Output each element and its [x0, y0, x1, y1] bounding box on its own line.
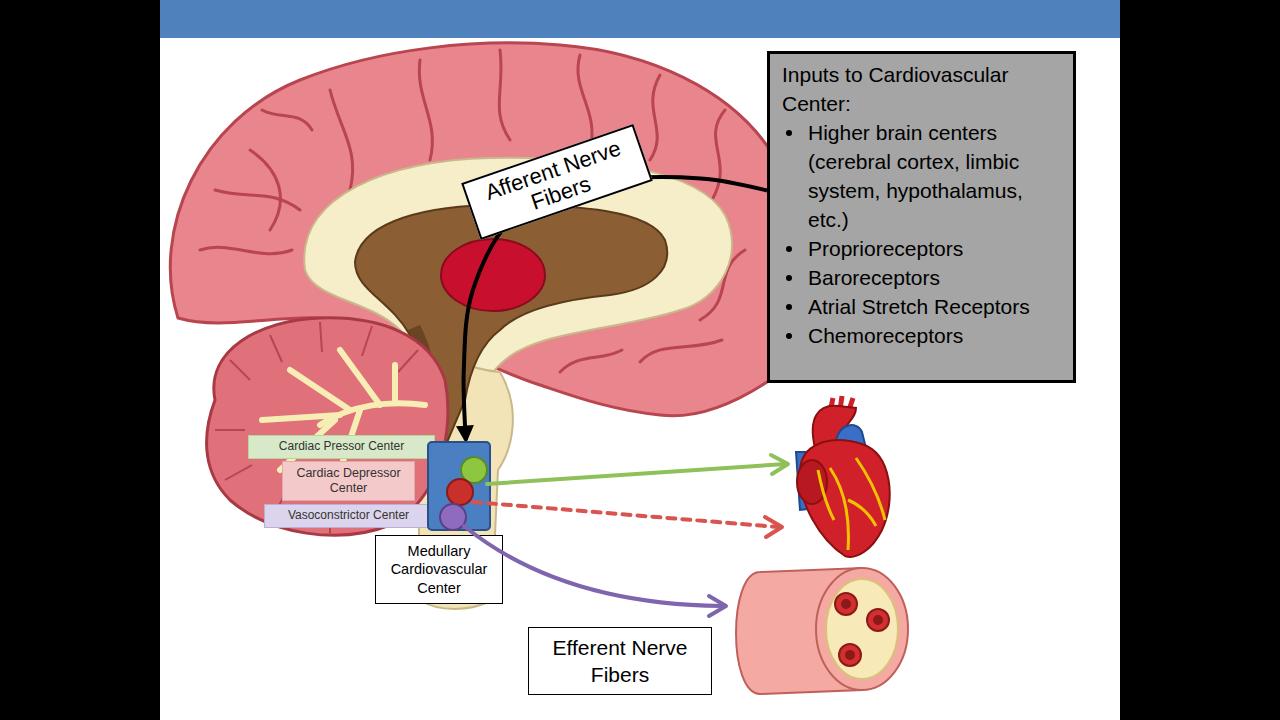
pressor-arrow: [487, 464, 786, 484]
blood-cell-center: [873, 615, 883, 625]
bullet-text: Baroreceptors: [808, 263, 940, 292]
bullet-dot: [786, 246, 792, 252]
vessel-lumen: [826, 579, 898, 679]
bullet-item: Chemoreceptors: [782, 321, 1063, 350]
gyrus-line: [250, 150, 280, 230]
center-label-box: Medullary Cardiovascular Center: [375, 535, 503, 604]
node-label: Afferent Nerve Fibers: [471, 133, 643, 232]
bullet-dot: [786, 130, 792, 136]
bullet-text: Proprioreceptors: [808, 234, 963, 263]
gyrus-line: [640, 340, 722, 362]
gyrus-line: [330, 90, 353, 190]
medulla-shape: [375, 440, 503, 535]
arbor-branch: [340, 350, 380, 405]
cerebellum-outline: [207, 318, 448, 535]
gyrus-line: [262, 110, 312, 130]
blood-cell-center: [845, 650, 855, 660]
vessel-end: [816, 568, 908, 690]
bullet-item: Atrial Stretch Receptors: [782, 292, 1063, 321]
bullet-dot: [786, 275, 792, 281]
bullet-dot: [786, 304, 792, 310]
depressor-center-box: Cardiac Depressor Center: [282, 461, 415, 501]
coronary-vessels: [818, 458, 885, 550]
gyrus-line: [200, 247, 292, 253]
node-label: Cardiac Depressor Center: [289, 466, 408, 496]
arrow-head: [709, 596, 726, 616]
bullet-text: Chemoreceptors: [808, 321, 963, 350]
folia-line: [320, 322, 322, 352]
coronary-line: [856, 458, 885, 520]
gyrus-line: [419, 60, 432, 160]
bullet-item: Baroreceptors: [782, 263, 1063, 292]
arbor-vitae: [262, 350, 425, 470]
bullet-dot: [786, 333, 792, 339]
blood-cell: [839, 644, 861, 666]
gyrus-line: [650, 75, 660, 160]
folia-line: [398, 350, 418, 372]
blood-vessel-illustration: [736, 568, 908, 694]
coronary-line: [830, 468, 848, 550]
blood-cell: [835, 593, 857, 615]
bullet-item: Higher brain centers (cerebral cortex, l…: [782, 118, 1063, 234]
cerebellum: [207, 318, 448, 535]
vasoconstrictor-arrow: [464, 526, 722, 606]
blood-cell-center: [841, 599, 851, 609]
right-atrium: [797, 460, 827, 504]
folia-line: [230, 360, 250, 380]
gyrus-line: [215, 190, 300, 210]
bullet-text: Higher brain centers (cerebral cortex, l…: [808, 118, 1063, 234]
node-label: Cardiac Pressor Center: [279, 440, 404, 454]
gyrus-line: [560, 350, 622, 372]
gyrus-line: [499, 50, 510, 140]
node-label: Efferent Nerve Fibers: [535, 634, 705, 689]
inputs-box: Inputs to Cardiovascular Center:Higher b…: [767, 51, 1076, 383]
folia-line: [225, 465, 252, 480]
slide-background: [160, 38, 1120, 720]
bullet-item: Proprioreceptors: [782, 234, 1063, 263]
header-bar: [160, 0, 1120, 38]
depressor-arrow: [473, 502, 778, 527]
efferent-arrows: [464, 455, 788, 616]
blood-cell: [867, 609, 889, 631]
arrow-head: [771, 455, 788, 474]
node-label: Medullary Cardiovascular Center: [379, 542, 499, 598]
vasoconstrictor-circle: [440, 504, 466, 530]
thalamus: [441, 239, 545, 311]
arbor-branch: [262, 415, 340, 420]
gyrus-line: [578, 55, 592, 150]
node-label: Vasoconstrictor Center: [288, 509, 409, 523]
coronary-line: [848, 500, 876, 526]
arrow-head: [765, 517, 782, 537]
depressor-circle: [447, 479, 473, 505]
efferent-label-box: Efferent Nerve Fibers: [528, 627, 712, 695]
pressor-center-box: Cardiac Pressor Center: [248, 435, 435, 459]
folia-line: [270, 335, 282, 362]
heart-illustration: [796, 396, 890, 557]
folia-line: [215, 429, 245, 431]
folia-line: [362, 326, 372, 356]
arbor-branch: [290, 370, 350, 410]
vasoconstrictor-center-box: Vasoconstrictor Center: [264, 504, 433, 528]
gyrus-line: [712, 110, 725, 200]
afferent-label-box: Afferent Nerve Fibers: [461, 124, 653, 240]
medulla-region: [428, 442, 490, 530]
medullary-center: Medullary Cardiovascular Center: [375, 440, 503, 604]
coronary-line: [818, 470, 834, 520]
arbor-branch: [392, 365, 398, 402]
box-heading: Inputs to Cardiovascular Center:: [782, 60, 1063, 118]
bullet-text: Atrial Stretch Receptors: [808, 292, 1030, 321]
